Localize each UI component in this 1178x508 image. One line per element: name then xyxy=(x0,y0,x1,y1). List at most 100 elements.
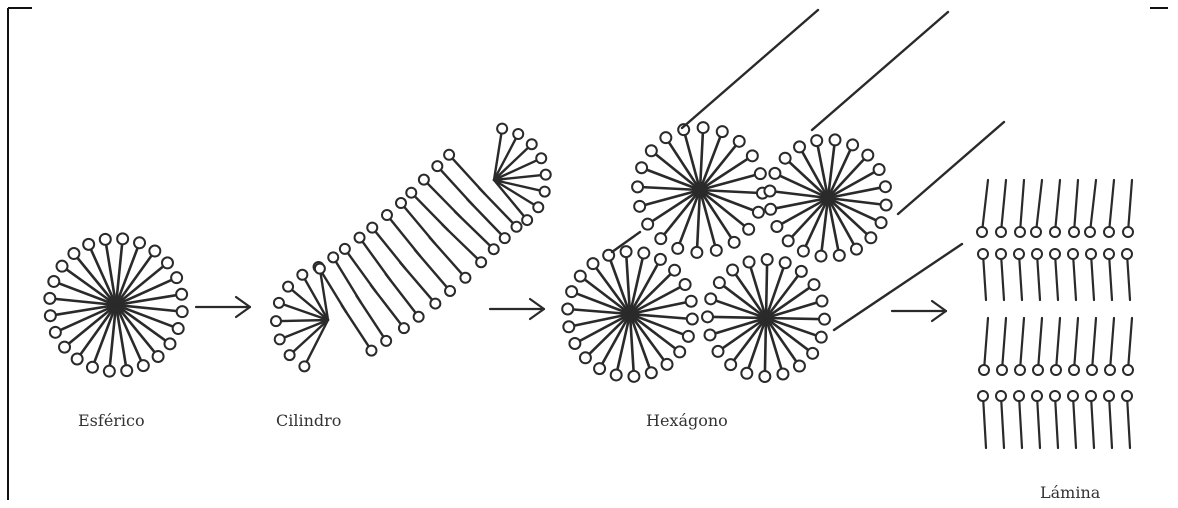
lipid-tail xyxy=(1091,254,1094,300)
lipid-molecule xyxy=(104,305,116,377)
lipid-tail xyxy=(1020,180,1024,232)
lipid-tail xyxy=(1128,318,1132,370)
label-hexagono: Hexágono xyxy=(646,411,728,430)
lipid-head xyxy=(328,252,338,262)
lipid-tail xyxy=(1127,396,1130,448)
lipid-tail xyxy=(1073,396,1076,448)
lipid-molecule xyxy=(655,190,700,244)
lipid-tail xyxy=(585,314,630,358)
lipid-molecule xyxy=(467,199,509,243)
lipid-head xyxy=(705,329,716,340)
lipid-head xyxy=(780,257,791,268)
lipid-molecule xyxy=(996,391,1006,448)
lipid-head xyxy=(149,246,160,257)
lipid-head xyxy=(355,233,365,243)
lipid-head xyxy=(794,361,805,372)
lipid-head xyxy=(743,224,754,235)
lipid-head xyxy=(851,244,862,255)
lipid-head xyxy=(444,150,454,160)
lipid-head xyxy=(847,139,858,150)
lipid-head xyxy=(566,286,577,297)
lipid-tail xyxy=(630,270,675,314)
lipid-tail xyxy=(1092,318,1096,370)
lipid-molecule xyxy=(494,124,507,180)
lipid-head xyxy=(978,391,988,401)
lipid-head xyxy=(764,185,775,196)
lipid-head xyxy=(638,248,649,259)
lipid-tail xyxy=(766,285,814,318)
lipid-head xyxy=(705,293,716,304)
lipid-head xyxy=(594,363,605,374)
lipid-head xyxy=(880,181,891,192)
lipid-tail xyxy=(719,283,766,318)
lipid-molecule xyxy=(1104,180,1114,237)
lipid-molecule xyxy=(1050,391,1060,448)
lipid-head xyxy=(445,286,455,296)
lipid-head xyxy=(1033,365,1043,375)
lipid-head xyxy=(1104,391,1114,401)
lipid-head xyxy=(691,247,702,258)
lipid-head xyxy=(744,257,755,268)
lipid-head xyxy=(796,266,807,277)
lipid-head xyxy=(121,365,132,376)
lipid-molecule xyxy=(1122,391,1132,448)
lipid-head xyxy=(683,331,694,342)
lipid-head xyxy=(497,124,507,134)
lipid-head xyxy=(414,312,424,322)
lipid-tail xyxy=(1128,180,1132,232)
lipid-head xyxy=(522,215,532,225)
lipid-head xyxy=(634,201,645,212)
lipid-head xyxy=(396,198,406,208)
lipid-head xyxy=(979,365,989,375)
lipid-tail xyxy=(708,317,766,318)
lipid-head xyxy=(1086,249,1096,259)
lipid-molecule xyxy=(1123,318,1133,375)
lipid-molecule xyxy=(1086,391,1096,448)
lipid-molecule xyxy=(714,277,766,318)
lipid-head xyxy=(672,243,683,254)
lipid-head xyxy=(513,129,523,139)
lipid-head xyxy=(177,306,188,317)
lipid-tail xyxy=(1109,254,1112,300)
lipid-head xyxy=(734,136,745,147)
lipid-head xyxy=(1105,365,1115,375)
lipid-head xyxy=(811,135,822,146)
lipid-head xyxy=(996,391,1006,401)
lipid-head xyxy=(57,261,68,272)
lipid-head xyxy=(977,227,987,237)
lipid-head xyxy=(541,170,551,180)
lipid-tail xyxy=(1074,180,1078,232)
lipid-head xyxy=(646,367,657,378)
lipid-molecule xyxy=(580,314,630,363)
lipid-molecule xyxy=(116,305,188,317)
lipid-tail xyxy=(1037,254,1040,300)
lipid-head xyxy=(621,246,632,257)
lipid-head xyxy=(978,249,988,259)
lipid-head xyxy=(662,359,673,370)
lipid-tail xyxy=(766,260,767,318)
lipid-head xyxy=(587,258,598,269)
spherical-micelles xyxy=(44,233,187,376)
lipid-molecule xyxy=(1087,318,1097,375)
lipid-head xyxy=(807,348,818,359)
lipid-tail xyxy=(1019,254,1022,300)
lipid-head xyxy=(562,304,573,315)
label-cilindro: Cilindro xyxy=(276,411,341,430)
lipid-head xyxy=(117,233,128,244)
lipid-molecule xyxy=(479,188,521,232)
lipid-tail xyxy=(1055,254,1058,300)
lipid-head xyxy=(680,279,691,290)
lipid-head xyxy=(711,245,722,256)
lipid-head xyxy=(173,323,184,334)
lipid-molecule xyxy=(1122,249,1132,300)
lipid-tail xyxy=(749,262,766,318)
lipid-tail xyxy=(640,190,700,206)
lipid-head xyxy=(48,276,59,287)
lipid-head xyxy=(727,264,738,275)
lipid-head xyxy=(1014,391,1024,401)
lipid-head xyxy=(686,296,697,307)
lipid-molecule xyxy=(1105,318,1115,375)
lipid-head xyxy=(741,368,752,379)
lipid-molecule xyxy=(978,249,988,300)
